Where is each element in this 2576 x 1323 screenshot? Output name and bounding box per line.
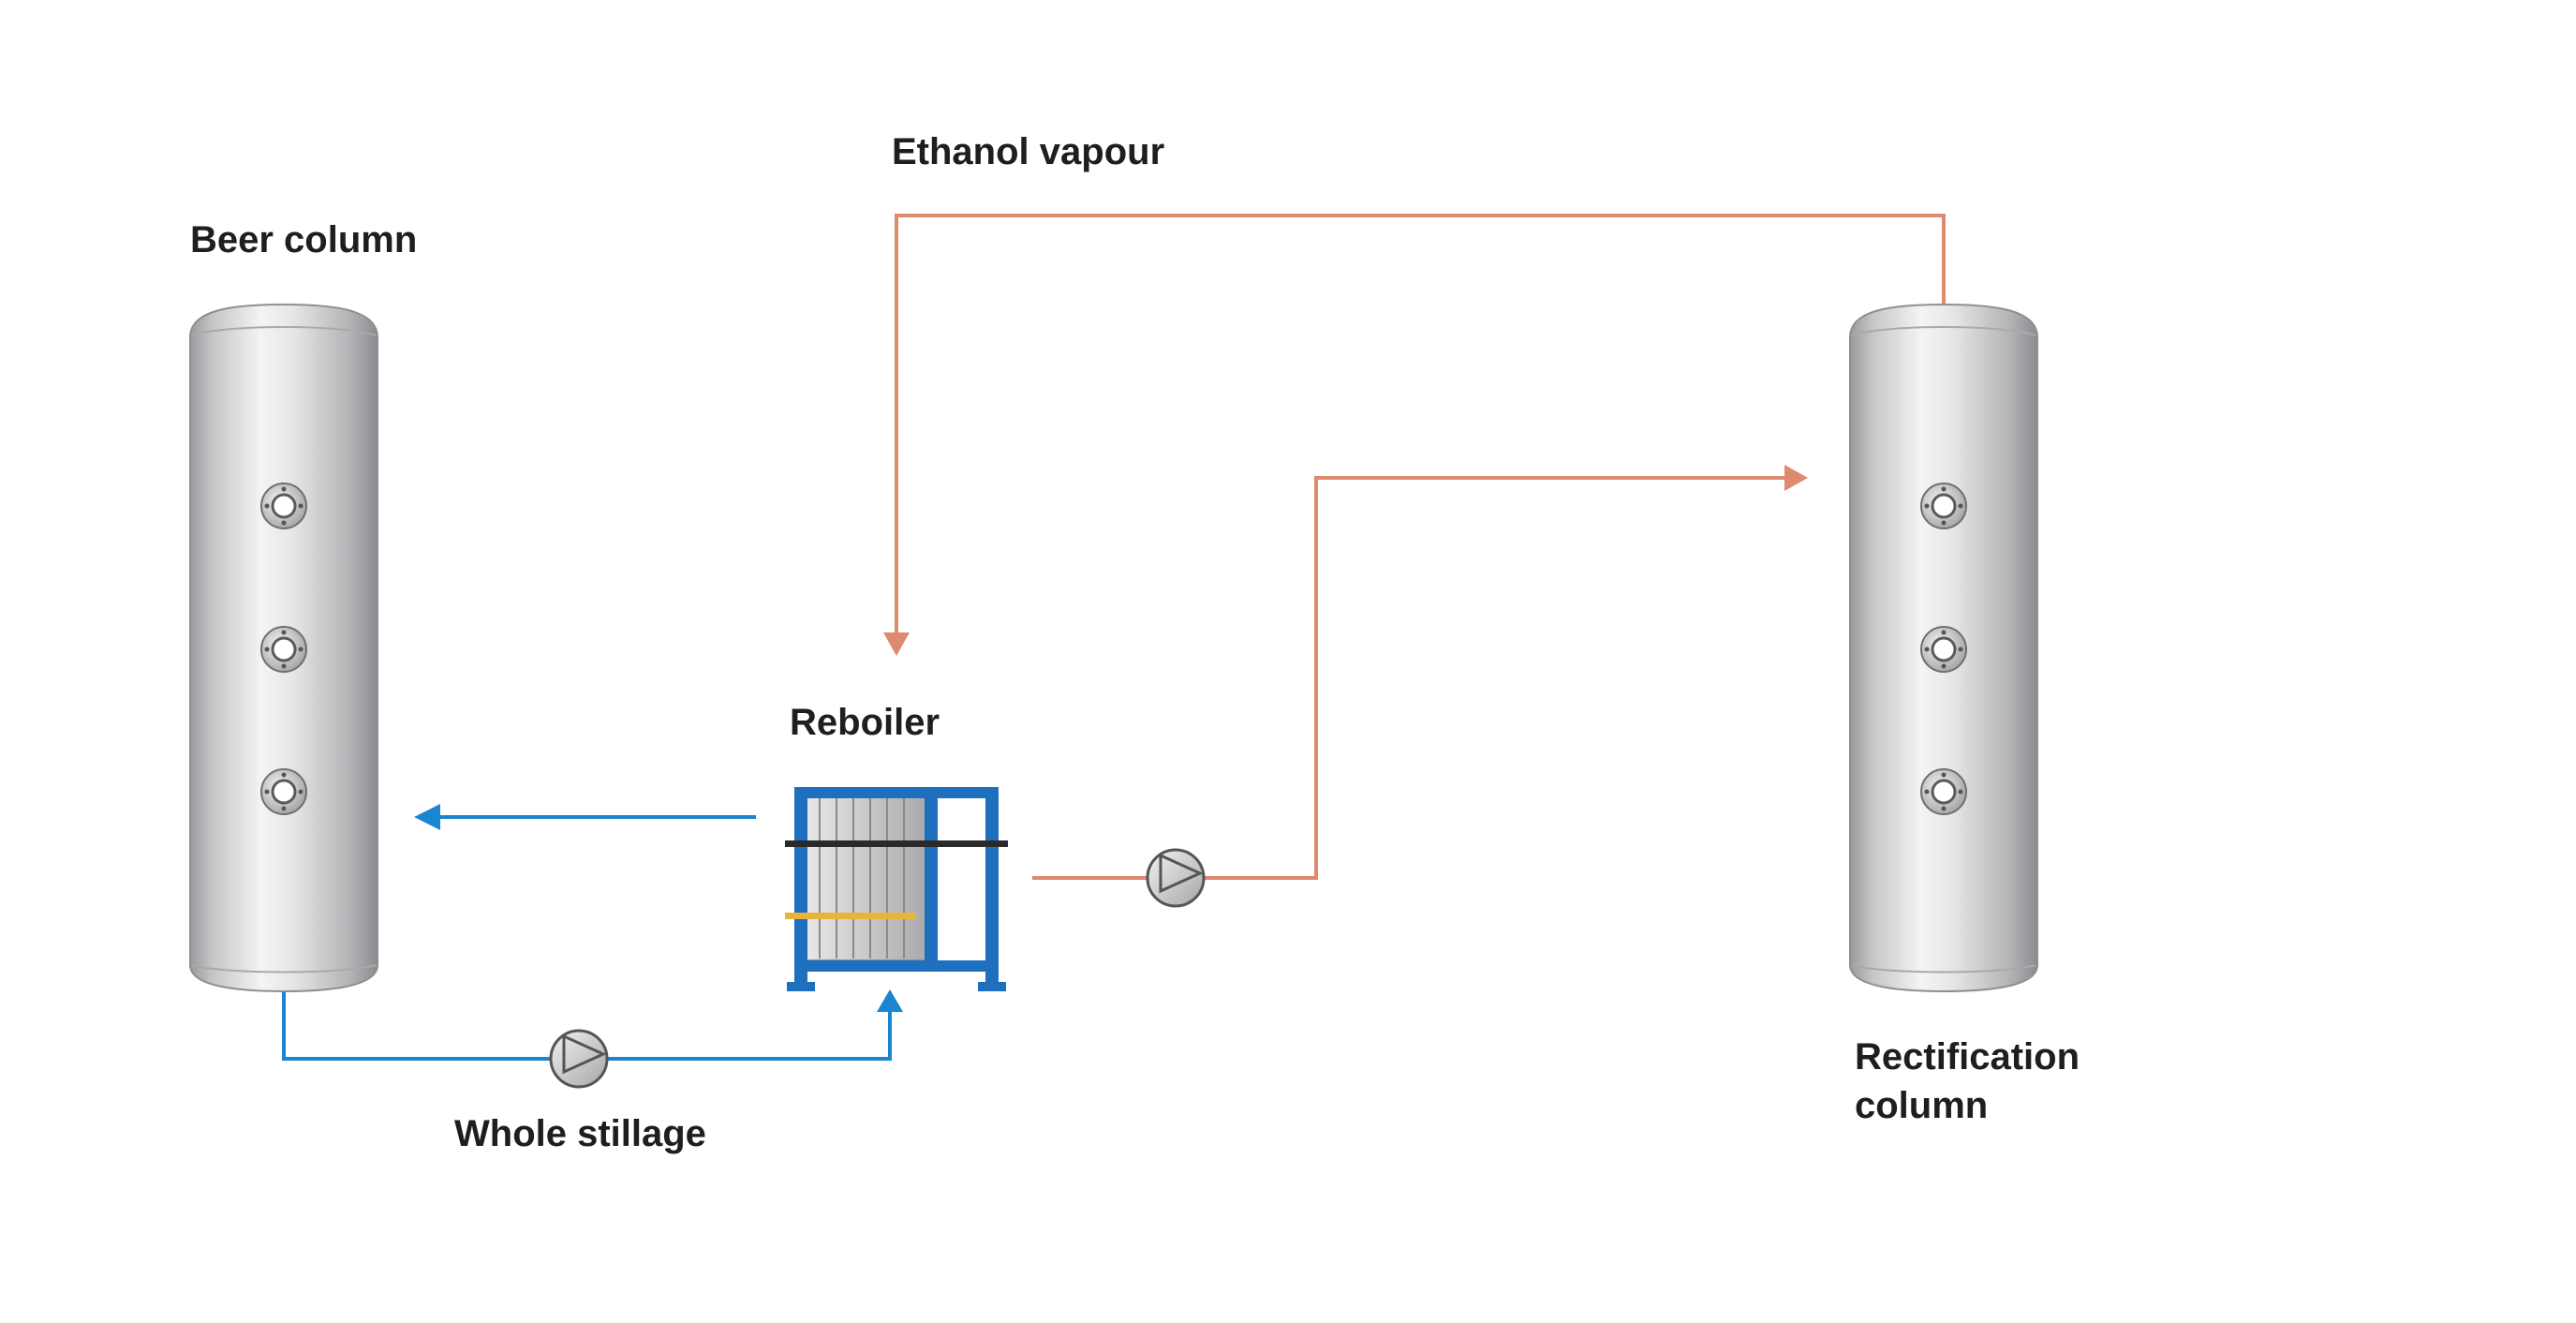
sight-glass-nozzle-icon [1920,626,1967,673]
reboiler-label: Reboiler [790,702,940,743]
ethanol-vapour-label: Ethanol vapour [892,131,1165,172]
beer-column-label: Beer column [190,219,418,260]
whole-stillage-line [282,989,903,1061]
rectification-column-label: Rectification column [1855,1033,2080,1130]
return-arrow-head [414,804,440,830]
plate-heat-exchanger-icon [785,787,1008,991]
sight-glass-nozzle-icon [1920,768,1967,815]
sight-glass-nozzle-icon [260,483,307,529]
vapour-arrow-head [883,632,910,656]
reboiler-outlet-line [1032,465,1808,880]
rectification-feed-arrow-head [1784,465,1808,491]
sight-glass-nozzle-icon [260,626,307,673]
reboiler-return-line [414,804,756,830]
stillage-pump-icon [549,1029,609,1089]
sight-glass-nozzle-icon [1920,483,1967,529]
ethanol-vapour-line [883,214,1946,656]
rectification-column-vessel [1849,303,2038,993]
product-pump-icon [1146,848,1206,908]
whole-stillage-label: Whole stillage [454,1113,706,1154]
rectification-column-label-line-2: column [1855,1085,1989,1126]
rectification-column-label-line-1: Rectification [1855,1036,2080,1078]
sight-glass-nozzle-icon [260,768,307,815]
beer-column-vessel [189,303,378,993]
stillage-arrow-head [877,989,903,1012]
